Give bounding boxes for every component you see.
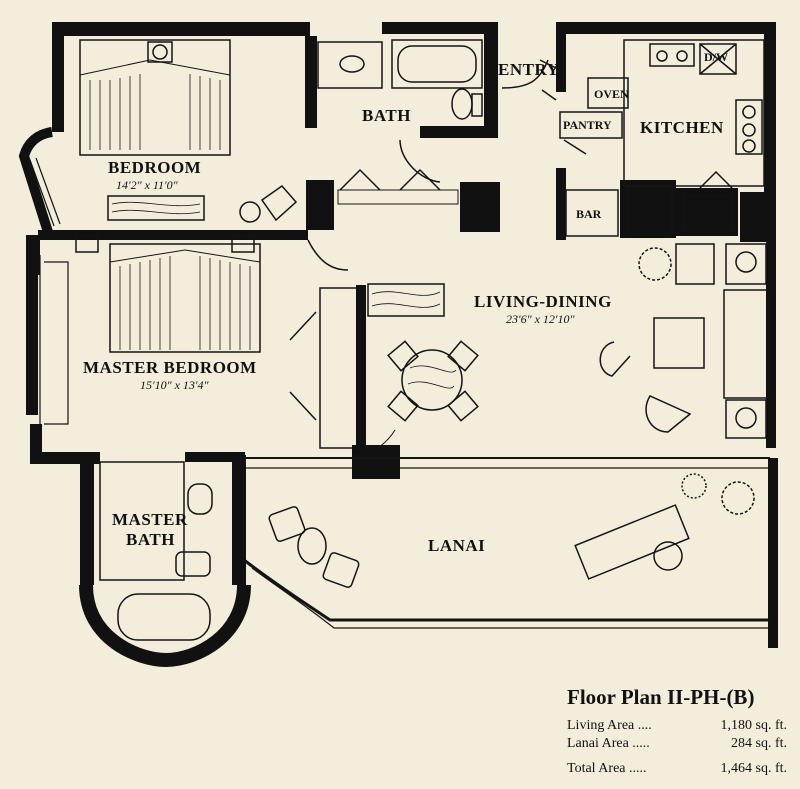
floor-plan-title: Floor Plan II-PH-(B) [567, 685, 755, 709]
room-label-kitchen: KITCHEN [640, 118, 724, 137]
area-value: 1,180 sq. ft. [720, 718, 788, 733]
area-label: Lanai Area ..... [567, 736, 650, 751]
room-label-master-bedroom: MASTER BEDROOM [83, 358, 257, 377]
area-label: Living Area .... [567, 718, 652, 733]
exterior-walls [26, 22, 778, 648]
label-pantry: PANTRY [563, 118, 612, 132]
room-label-lanai: LANAI [428, 536, 486, 555]
label-ac-1: A/C [311, 199, 332, 213]
room-label-entry: ENTRY [498, 60, 560, 79]
area-value: 284 sq. ft. [731, 736, 787, 751]
area-row-total: Total Area ..... 1,464 sq. ft. [567, 761, 787, 777]
room-label-bath: BATH [362, 106, 411, 125]
room-label-master-bath-line2: BATH [126, 530, 175, 549]
label-ref: REF. [635, 198, 661, 212]
room-label-master-bath-line1: MASTER [112, 510, 188, 529]
room-label-living-dining: LIVING-DINING [474, 292, 612, 311]
master-bedroom-dimensions: 15'10" x 13'4" [140, 378, 209, 392]
bedroom-dimensions: 14'2" x 11'0" [116, 178, 178, 192]
label-bar: BAR [576, 207, 602, 221]
room-label-bedroom: BEDROOM [108, 158, 202, 177]
area-row-living: Living Area .... 1,180 sq. ft. [567, 718, 787, 734]
living-dining-dimensions: 23'6" x 12'10" [506, 312, 575, 326]
label-dw: D/W [704, 50, 728, 64]
label-wd: W/D [690, 208, 714, 222]
area-label: Total Area ..... [567, 761, 647, 776]
label-ac-2: A/C [470, 199, 491, 213]
area-value: 1,464 sq. ft. [720, 761, 788, 776]
label-oven: OVEN [594, 87, 629, 101]
area-row-lanai: Lanai Area ..... 284 sq. ft. [567, 736, 787, 752]
